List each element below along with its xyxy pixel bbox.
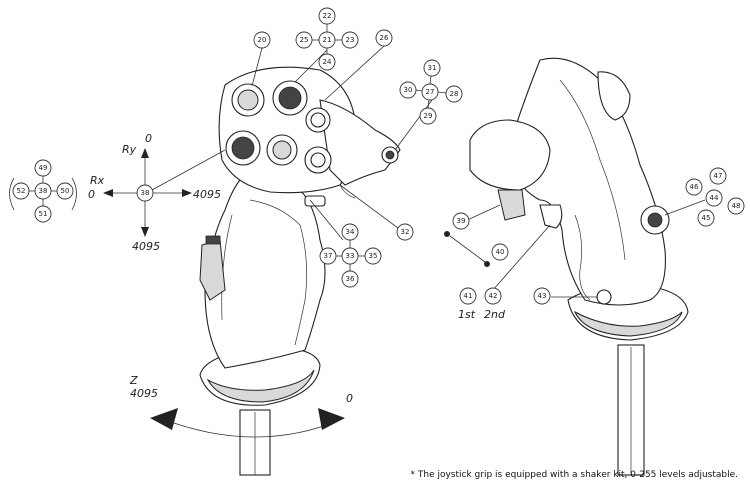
callout-44: 44 [705, 189, 723, 207]
svg-text:32: 32 [401, 228, 410, 236]
svg-text:33: 33 [346, 252, 355, 260]
callout-30: 30 [399, 81, 417, 99]
callout-46: 46 [685, 178, 703, 196]
callout-39: 39 [452, 212, 470, 230]
callout-38: 38 [136, 184, 154, 202]
svg-text:38: 38 [141, 189, 150, 197]
svg-text:34: 34 [346, 228, 355, 236]
callout-28: 28 [445, 85, 463, 103]
z-label: Z [129, 374, 138, 387]
callout-22: 22 [318, 7, 336, 25]
svg-text:40: 40 [496, 248, 505, 256]
callout-21: 21 [318, 31, 336, 49]
callout-25: 25 [295, 31, 313, 49]
svg-text:27: 27 [426, 88, 435, 96]
rx-max-label: 4095 [193, 188, 221, 201]
svg-text:49: 49 [39, 164, 48, 172]
svg-text:42: 42 [489, 292, 498, 300]
rx-ry-axis-indicator: Ry 0 Rx 0 4095 4095 [88, 132, 226, 253]
ry-min-label: 0 [145, 132, 152, 145]
callout-49: 49 [34, 159, 52, 177]
callout-52: 52 [12, 182, 30, 200]
svg-text:31: 31 [428, 64, 437, 72]
callout-35: 35 [364, 247, 382, 265]
svg-text:21: 21 [323, 36, 332, 44]
callout-34: 34 [341, 223, 359, 241]
callout-23: 23 [341, 31, 359, 49]
callout-48: 48 [727, 197, 745, 215]
leader-lines [251, 45, 706, 298]
svg-text:35: 35 [369, 252, 378, 260]
svg-text:50: 50 [61, 187, 70, 195]
callout-24: 24 [318, 53, 336, 71]
left-joystick-grip [199, 66, 401, 476]
rx-label: Rx [90, 174, 105, 187]
second-stage-label: 2nd [484, 308, 506, 321]
callout-42: 42 [484, 287, 502, 305]
callout-29: 29 [419, 107, 437, 125]
svg-text:36: 36 [346, 275, 355, 283]
ry-label: Ry [122, 143, 137, 156]
callout-51: 51 [34, 205, 52, 223]
callout-37: 37 [319, 247, 337, 265]
callout-50: 50 [56, 182, 74, 200]
right-joystick-grip [469, 57, 689, 476]
svg-text:37: 37 [324, 252, 333, 260]
first-stage-label: 1st [458, 308, 476, 321]
svg-text:26: 26 [380, 34, 389, 42]
z-min-label: 0 [346, 392, 353, 405]
shaker-kit-footnote: * The joystick grip is equipped with a s… [410, 470, 739, 480]
callout-33: 33 [341, 247, 359, 265]
svg-text:44: 44 [710, 194, 719, 202]
callout-31: 31 [423, 59, 441, 77]
svg-text:47: 47 [714, 172, 723, 180]
callout-43: 43 [533, 287, 551, 305]
svg-text:25: 25 [300, 36, 309, 44]
callout-36: 36 [341, 270, 359, 288]
trigger-stage-labels: 1st 2nd [444, 231, 506, 321]
callout-26: 26 [375, 29, 393, 47]
svg-text:51: 51 [39, 210, 48, 218]
svg-text:48: 48 [732, 202, 741, 210]
callout-47: 47 [709, 167, 727, 185]
svg-text:52: 52 [17, 187, 26, 195]
z-max-label: 4095 [130, 387, 158, 400]
svg-text:20: 20 [258, 36, 267, 44]
callout-38-hat: 38 [34, 182, 52, 200]
callout-45: 45 [697, 209, 715, 227]
svg-text:43: 43 [538, 292, 547, 300]
svg-text:41: 41 [464, 292, 473, 300]
z-rotation-indicator: Z 4095 0 [129, 374, 353, 438]
callout-20: 20 [253, 31, 271, 49]
callout-32: 32 [396, 223, 414, 241]
svg-text:39: 39 [457, 217, 466, 225]
svg-text:45: 45 [702, 214, 711, 222]
callout-40: 40 [491, 243, 509, 261]
svg-text:29: 29 [424, 112, 433, 120]
svg-text:46: 46 [690, 183, 699, 191]
svg-text:24: 24 [323, 58, 332, 66]
svg-text:30: 30 [404, 86, 413, 94]
rx-min-label: 0 [88, 188, 95, 201]
svg-text:28: 28 [450, 90, 459, 98]
svg-text:23: 23 [346, 36, 355, 44]
svg-text:38: 38 [39, 187, 48, 195]
svg-text:22: 22 [323, 12, 332, 20]
hat-diagram-left [9, 177, 77, 211]
callout-41: 41 [459, 287, 477, 305]
ry-max-label: 4095 [132, 240, 160, 253]
callout-27: 27 [421, 83, 439, 101]
